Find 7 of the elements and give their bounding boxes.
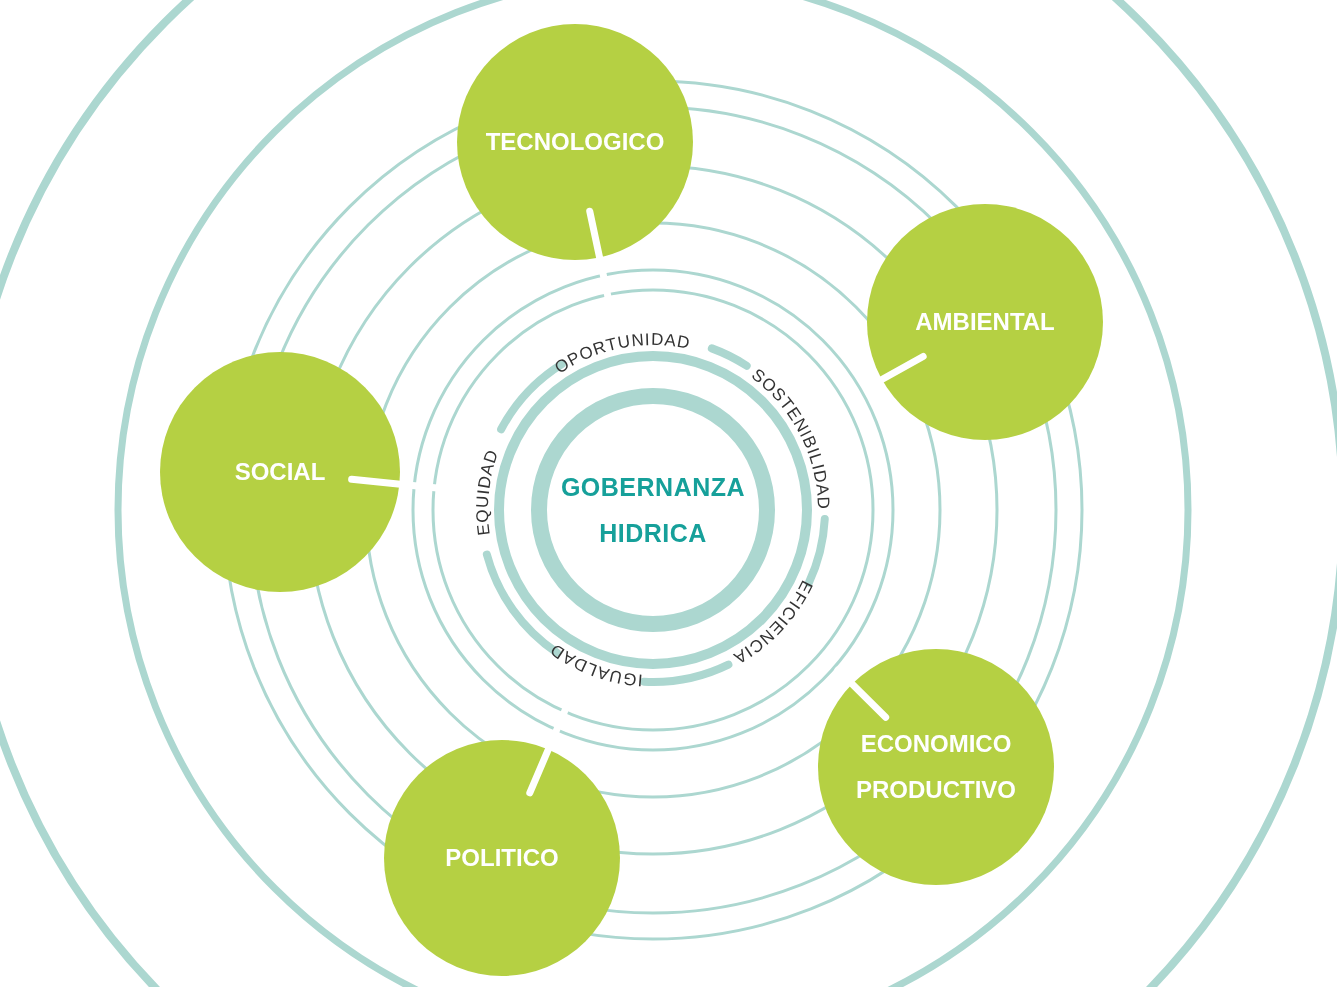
node-label: POLITICO [444,843,560,873]
spoke-line [834,666,890,721]
node-label: ECONOMICO PRODUCTIVO [855,729,1017,805]
node-label: AMBIENTAL [914,307,1056,337]
node-label: TECNOLOGICO [484,127,666,157]
node-label: SOCIAL [233,457,327,487]
node-label: GOBERNANZA HIDRICA [559,472,747,549]
